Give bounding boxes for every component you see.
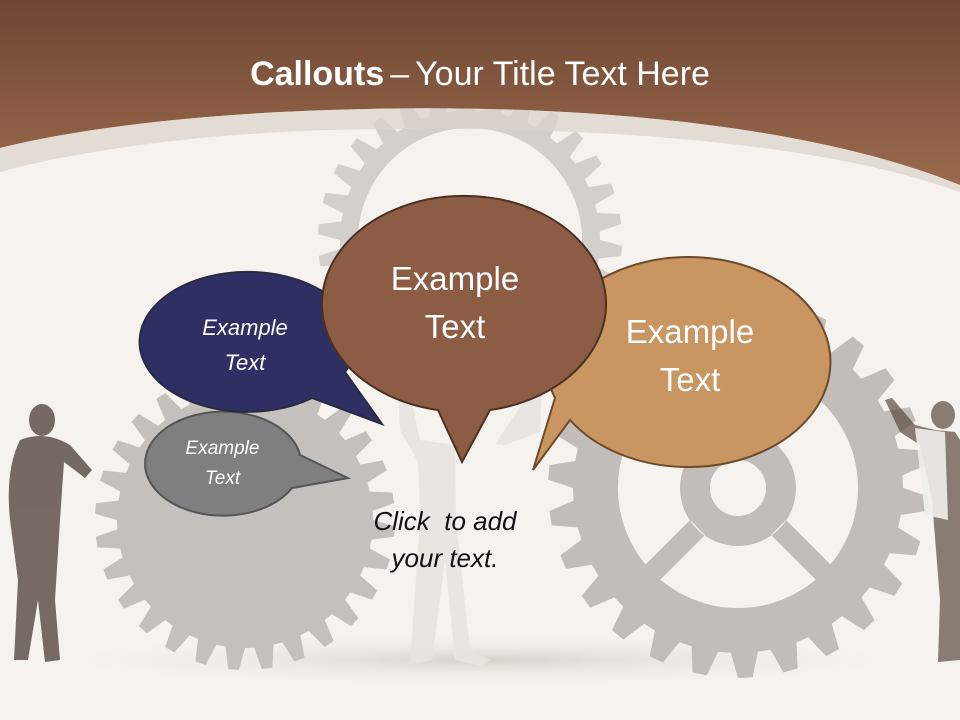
tan-callout-text[interactable]: Example Text	[580, 308, 800, 404]
placeholder-line1: Click to add	[373, 506, 517, 536]
title-separator: –	[390, 55, 410, 93]
title-bold: Callouts	[250, 55, 385, 93]
title-rest: Your Title Text Here	[415, 55, 710, 93]
blue-callout-line1: Example	[202, 315, 288, 340]
brown-callout-line2: Text	[424, 308, 486, 345]
gray-callout-text[interactable]: Example Text	[150, 434, 295, 494]
header-curve-light	[0, 108, 960, 192]
brown-callout-bubble	[321, 194, 607, 465]
businessman-left-illustration	[8, 404, 92, 662]
slide-title[interactable]: Callouts–Your Title Text Here	[0, 52, 960, 96]
tan-callout-line1: Example	[625, 313, 755, 350]
placeholder-line2: your text.	[391, 543, 499, 573]
brown-callout-text[interactable]: Example Text	[340, 255, 570, 351]
blue-callout-text[interactable]: Example Text	[170, 310, 320, 380]
brown-callout-line1: Example	[390, 260, 520, 297]
businessman-center-illustration	[398, 392, 542, 666]
tan-callout-line2: Text	[659, 361, 721, 398]
gray-callout-bubble	[144, 410, 352, 517]
gray-callout-line2: Text	[204, 468, 241, 489]
gear-hub	[635, 370, 841, 590]
text-placeholder[interactable]: Click to add your text.	[330, 503, 560, 577]
blue-callout-line2: Text	[224, 350, 266, 375]
gray-callout-line1: Example	[185, 438, 260, 459]
businessman-right-shirt	[915, 428, 948, 520]
header-band	[0, 0, 960, 185]
